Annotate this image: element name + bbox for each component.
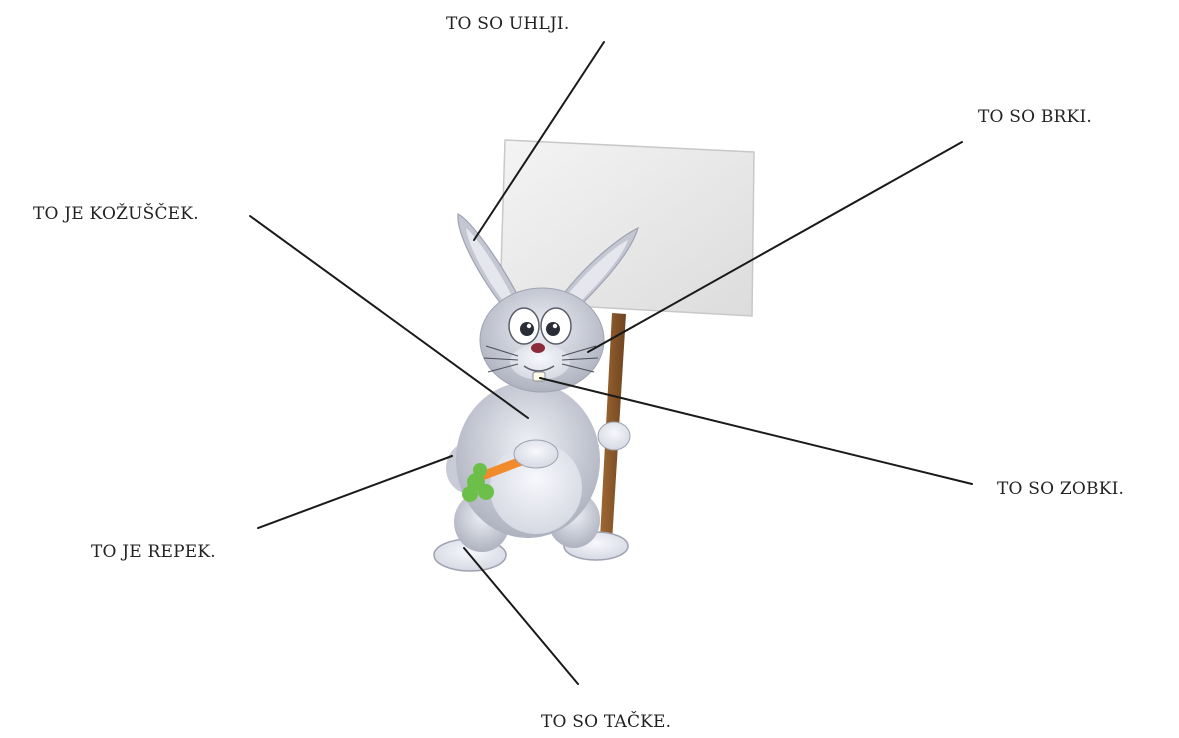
label-paws: TO SO TAČKE.: [541, 712, 672, 732]
bunny-illustration: [433, 213, 639, 572]
callout-line-paws: [463, 547, 579, 685]
left-ear-inner: [466, 228, 514, 304]
label-tail: TO JE REPEK.: [91, 542, 216, 562]
right-pupil: [546, 322, 560, 336]
whiskers: [483, 345, 599, 373]
label-whiskers: TO SO BRKI.: [978, 107, 1092, 127]
callout-line-teeth: [539, 377, 973, 485]
nose: [531, 343, 545, 353]
left-arm: [513, 439, 559, 469]
mouth: [523, 365, 555, 372]
right-paw: [597, 421, 631, 451]
label-fur: TO JE KOŽUŠČEK.: [33, 204, 199, 224]
muzzle: [510, 344, 570, 380]
callout-line-tail: [257, 455, 453, 529]
callout-line-whiskers: [587, 141, 963, 353]
right-ear-inner: [562, 240, 628, 308]
label-ears: TO SO UHLJI.: [446, 14, 570, 34]
left-eye-shine: [526, 323, 532, 329]
sign-board: [499, 139, 755, 317]
carrot-leaves: [462, 463, 494, 502]
right-eye-shine: [552, 323, 558, 329]
callout-line-ears: [473, 41, 605, 241]
sign: [499, 139, 755, 558]
left-pupil: [520, 322, 534, 336]
label-teeth: TO SO ZOBKI.: [997, 479, 1125, 499]
callout-line-fur: [249, 215, 529, 419]
callout-lines: [249, 41, 973, 685]
